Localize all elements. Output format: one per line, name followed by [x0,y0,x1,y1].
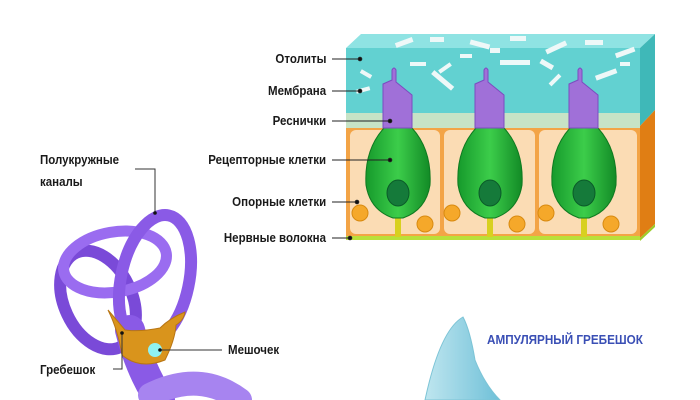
nerve-fiber-layer [346,236,640,240]
sac-spot [148,343,162,357]
cilia-bundle [474,67,505,129]
ear-leader-lines [113,168,222,370]
nucleus [478,179,502,207]
nucleus [572,179,596,207]
receptor-cell [365,127,431,219]
label-semicircular-2: каналы [40,175,83,189]
support-cell-nucleus [443,204,461,222]
ampullary-crest [424,316,501,400]
label-otoliths: Отолиты [274,52,326,66]
support-cell-nucleus [351,204,369,222]
nucleus [386,179,410,207]
support-cell-nucleus [508,215,526,233]
label-membrane: Мембрана [267,84,326,98]
receptor-cell [457,127,523,219]
otoliths [355,36,636,94]
leader-lines [332,56,393,241]
nerve-fiber [395,215,401,237]
nerve-fiber [581,215,587,237]
support-cell-nucleus [416,215,434,233]
nerve-fiber [487,215,493,237]
cilia-bundle [382,67,413,129]
cilia-bundle [568,67,599,129]
support-cell-nucleus [537,204,555,222]
label-support-cells: Опорные клетки [231,195,326,209]
label-cilia: Реснички [272,114,326,128]
label-semicircular-1: Полукружные [40,153,120,167]
receptor-cell [551,127,617,219]
label-nerve-fibers: Нервные волокна [223,231,326,245]
label-crest: Гребешок [40,363,96,377]
label-receptor-cells: Рецепторные клетки [208,153,326,167]
support-cell-nucleus [602,215,620,233]
section-title: АМПУЛЯРНЫЙ ГРЕБЕШОК [487,332,643,347]
label-sac: Мешочек [228,343,280,357]
